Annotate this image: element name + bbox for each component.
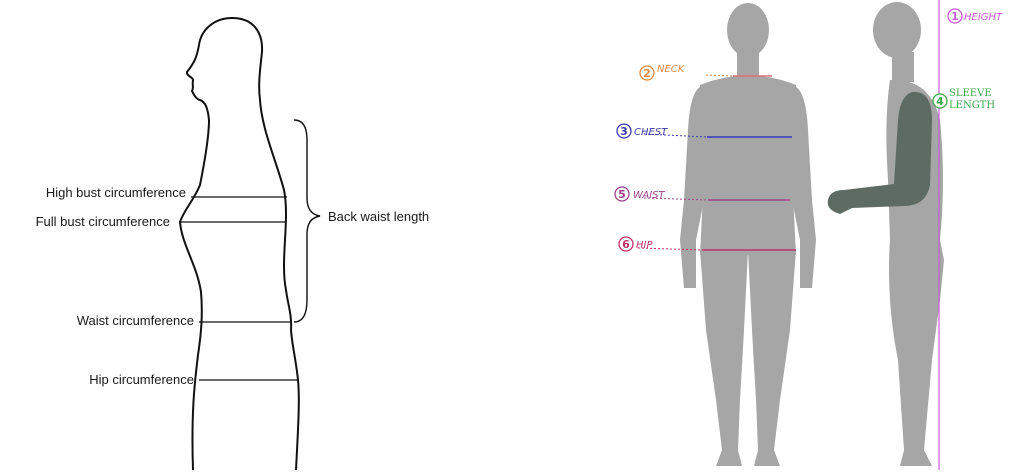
- side-neck: [892, 52, 914, 82]
- front-torso: [696, 76, 800, 256]
- side-head: [873, 2, 921, 58]
- marker-chest: 3 CHEST: [617, 124, 668, 138]
- full-bust-label: Full bust circumference: [36, 214, 170, 229]
- marker-sleeve-num: 4: [936, 95, 944, 108]
- side-figure: [828, 2, 944, 466]
- marker-height-label: HEIGHT: [964, 12, 1003, 23]
- marker-hip-label: HIP: [636, 240, 653, 251]
- neck-leader: [706, 75, 733, 76]
- waist-label: Waist circumference: [77, 313, 194, 328]
- front-head: [727, 3, 769, 57]
- back-waist-label: Back waist length: [328, 209, 429, 224]
- body-outline-back: [232, 18, 299, 470]
- marker-waist-label: WAIST: [633, 190, 666, 201]
- high-bust-label: High bust circumference: [46, 185, 186, 200]
- front-neck: [737, 50, 759, 78]
- marker-height-num: 1: [951, 10, 959, 23]
- marker-neck-num: 2: [643, 67, 651, 80]
- marker-hip: 6 HIP: [619, 237, 653, 251]
- marker-neck: 2 NECK: [640, 64, 686, 80]
- hip-label: Hip circumference: [89, 372, 194, 387]
- front-leg-left: [700, 250, 748, 466]
- back-waist-brace: [294, 120, 320, 322]
- side-arm-dark: [828, 92, 932, 214]
- marker-neck-label: NECK: [657, 64, 686, 75]
- marker-hip-num: 6: [622, 238, 630, 251]
- body-outline-front: [180, 18, 232, 470]
- left-outline-figure: High bust circumference Full bust circum…: [36, 18, 430, 470]
- marker-sleeve-label: SLEEVE: [949, 88, 992, 99]
- marker-sleeve-label2: LENGTH: [949, 100, 995, 111]
- marker-sleeve: 4 SLEEVE LENGTH: [933, 88, 995, 111]
- front-leg-right: [748, 250, 796, 466]
- marker-height: 1 HEIGHT: [948, 9, 1003, 23]
- marker-waist-num: 5: [618, 188, 626, 201]
- marker-chest-label: CHEST: [634, 127, 668, 138]
- marker-chest-num: 3: [620, 125, 628, 138]
- marker-waist: 5 WAIST: [615, 187, 666, 201]
- front-figure: [680, 3, 816, 466]
